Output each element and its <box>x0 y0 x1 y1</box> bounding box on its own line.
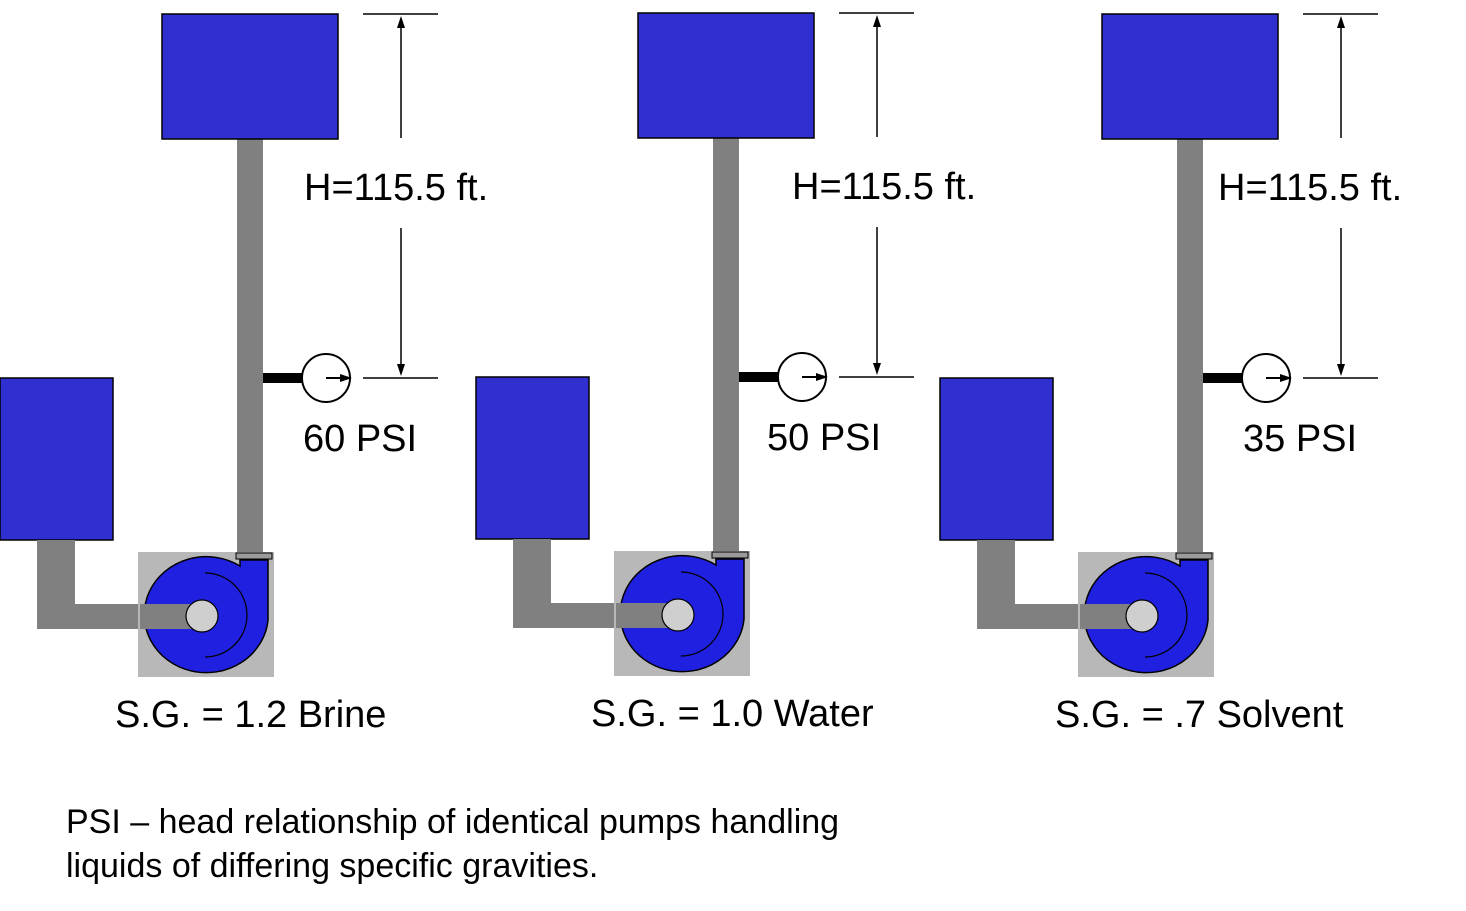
gauge-connector <box>1203 373 1243 383</box>
pressure-gauge-icon <box>301 353 352 403</box>
caption-line-2: liquids of differing specific gravities. <box>66 847 599 885</box>
system-brine: H=115.5 ft. 60 PSI S.G. = 1.2 Brine <box>0 13 488 736</box>
suction-tank <box>475 376 590 540</box>
head-label: H=115.5 ft. <box>792 166 976 208</box>
discharge-pipe <box>237 139 263 557</box>
pressure-label: 35 PSI <box>1243 418 1357 460</box>
pressure-label: 50 PSI <box>767 417 881 459</box>
gauge-connector <box>263 373 303 383</box>
diagram-caption: PSI – head relationship of identical pum… <box>66 800 966 888</box>
gauge-connector <box>739 372 779 382</box>
suction-tank <box>0 377 114 541</box>
discharge-pipe <box>713 138 739 556</box>
head-label: H=115.5 ft. <box>1218 167 1402 209</box>
discharge-tank <box>161 13 339 140</box>
system-water: H=115.5 ft. 50 PSI S.G. = 1.0 Water <box>475 12 976 735</box>
pump-icon <box>138 552 274 677</box>
discharge-pipe <box>1177 139 1203 557</box>
suction-tank <box>939 377 1054 541</box>
fluid-label: S.G. = 1.2 Brine <box>115 694 386 736</box>
pump-icon <box>1078 552 1214 677</box>
head-label: H=115.5 ft. <box>304 167 488 209</box>
system-solvent: H=115.5 ft. 35 PSI S.G. = .7 Solvent <box>939 13 1402 736</box>
pressure-gauge-icon <box>777 352 828 402</box>
pump-icon <box>614 551 750 676</box>
pressure-gauge-icon <box>1241 353 1292 403</box>
fluid-label: S.G. = .7 Solvent <box>1055 694 1344 736</box>
caption-line-1: PSI – head relationship of identical pum… <box>66 803 840 841</box>
discharge-tank <box>1101 13 1279 140</box>
fluid-label: S.G. = 1.0 Water <box>591 693 874 735</box>
discharge-tank <box>637 12 815 139</box>
pressure-label: 60 PSI <box>303 418 417 460</box>
